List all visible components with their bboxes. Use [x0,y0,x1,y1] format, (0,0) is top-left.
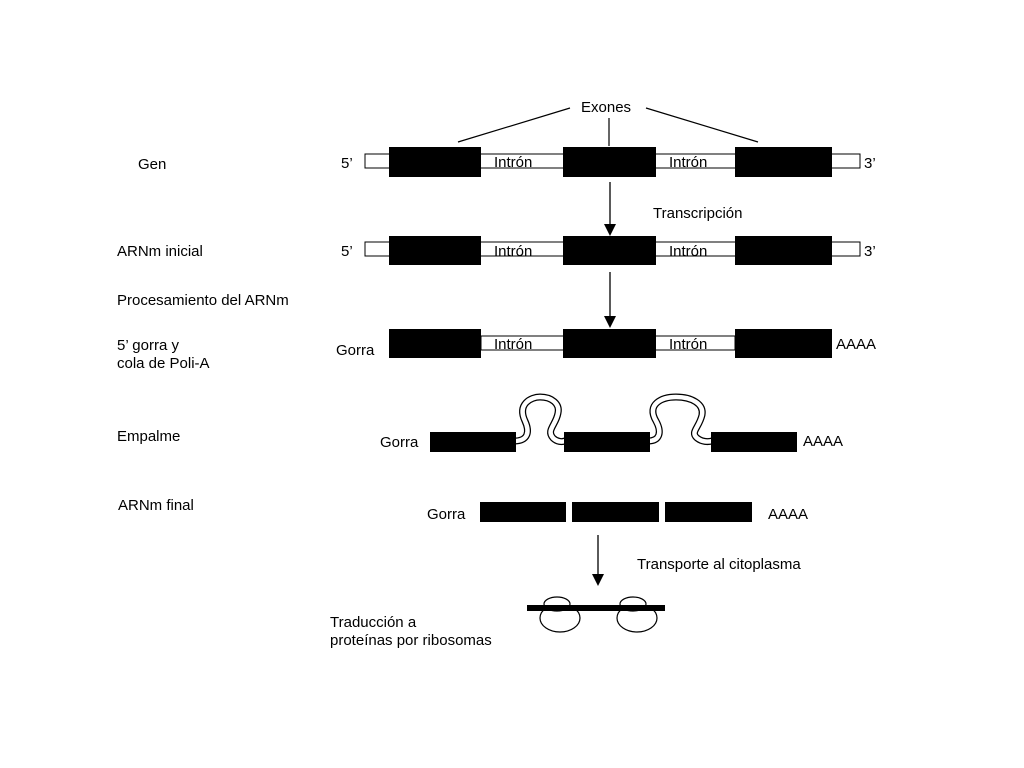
traduccion-row: Traducción a proteínas por ribosomas [330,596,665,649]
gen-exon-1 [389,147,481,177]
arnm-inicial-exon-3 [735,236,832,265]
gorra-cola-label-line1: 5’ gorra y [117,337,179,354]
transcripcion-label: Transcripción [653,205,742,222]
traduccion-mrna-strand [527,605,665,611]
gorra-cola-exon-1 [389,329,481,358]
empalme-label: Empalme [117,428,180,445]
gorra-cola-intron-1-label: Intrón [494,336,532,353]
gen-exon-3 [735,147,832,177]
empalme-exon-1 [430,432,516,452]
gorra-cola-tail-label: AAAA [836,336,876,353]
arnm-inicial-label: ARNm inicial [117,243,203,260]
procesamiento-arrowhead [604,316,616,328]
gen-five-prime: 5’ [341,155,353,172]
gorra-cola-row: 5’ gorra y cola de Poli-A Gorra Intrón I… [117,329,876,372]
arnm-inicial-intron-2-label: Intrón [669,243,707,260]
gorra-cola-exon-2 [563,329,656,358]
gorra-cola-intron-2-label: Intrón [669,336,707,353]
arnm-inicial-exon-1 [389,236,481,265]
arnm-final-exon-3 [665,502,752,522]
empalme-tail-label: AAAA [803,433,843,450]
gen-intron-1-label: Intrón [494,154,532,171]
arnm-inicial-three-prime: 3’ [864,243,876,260]
gorra-cola-label-line2: cola de Poli-A [117,355,210,372]
empalme-exon-3 [711,432,797,452]
traduccion-label-line1: Traducción a [330,614,417,631]
transcripcion-arrowhead [604,224,616,236]
gorra-cola-exon-3 [735,329,832,358]
arnm-inicial-five-prime: 5’ [341,243,353,260]
gen-row: Gen 5’ Intrón Intrón 3’ [138,147,876,177]
arnm-inicial-row: ARNm inicial 5’ Intrón Intrón 3’ [117,236,876,265]
gen-label: Gen [138,156,166,173]
gorra-cola-cap-label: Gorra [336,342,375,359]
exones-pointer-1 [457,107,571,143]
exones-label: Exones [581,99,631,116]
gen-exon-2 [563,147,656,177]
exones-pointer-3 [645,107,759,143]
transporte-arrowhead [592,574,604,586]
arnm-final-exon-1 [480,502,566,522]
traduccion-label-line2: proteínas por ribosomas [330,632,492,649]
arnm-final-label: ARNm final [118,497,194,514]
empalme-exon-2 [564,432,650,452]
gen-intron-2-label: Intrón [669,154,707,171]
empalme-row: Empalme Gorra AAAA [117,393,843,452]
arnm-inicial-exon-2 [563,236,656,265]
arnm-final-row: ARNm final Gorra AAAA [118,497,808,523]
transporte-label: Transporte al citoplasma [637,556,801,573]
arnm-final-cap-label: Gorra [427,506,466,523]
arnm-final-exon-2 [572,502,659,522]
path [645,394,715,444]
arnm-final-tail-label: AAAA [768,506,808,523]
procesamiento-label: Procesamiento del ARNm [117,292,289,309]
path [511,394,568,444]
empalme-cap-label: Gorra [380,434,419,451]
arnm-inicial-intron-1-label: Intrón [494,243,532,260]
gen-three-prime: 3’ [864,155,876,172]
